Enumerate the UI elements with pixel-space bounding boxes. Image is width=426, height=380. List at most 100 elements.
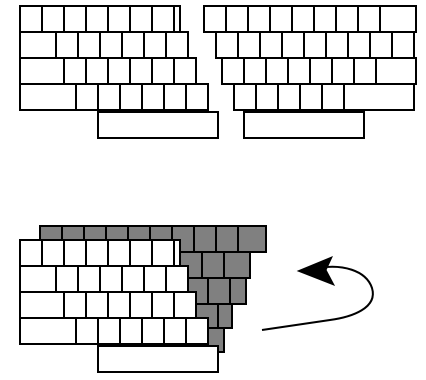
left-key [97, 83, 121, 111]
right-key [215, 31, 239, 59]
front-key [151, 239, 175, 267]
rotate-arrow-head [296, 256, 336, 286]
right-key [281, 31, 305, 59]
right-key [343, 83, 415, 111]
back-key [223, 251, 251, 279]
right-key [291, 5, 315, 33]
left-key [55, 31, 79, 59]
front-key [163, 317, 187, 345]
back-key [229, 277, 247, 305]
front-key [107, 239, 131, 267]
left-key [107, 57, 131, 85]
right-key [347, 31, 371, 59]
front-key [63, 239, 87, 267]
right-key [277, 83, 301, 111]
left-key [77, 31, 101, 59]
right-key [391, 31, 415, 59]
right-key [321, 83, 345, 111]
left-key [163, 83, 187, 111]
right-key [225, 5, 249, 33]
left-key [41, 5, 65, 33]
front-key [129, 291, 153, 319]
left-key [107, 5, 131, 33]
back-key [201, 251, 225, 279]
left-key [75, 83, 99, 111]
left-key [165, 31, 189, 59]
back-key [193, 225, 217, 253]
left-key [85, 57, 109, 85]
left-key [151, 57, 175, 85]
left-key [63, 5, 87, 33]
right-key [265, 57, 289, 85]
left-key [129, 5, 153, 33]
right-key [313, 5, 337, 33]
front-key [119, 317, 143, 345]
left-key [85, 5, 109, 33]
front-key [19, 239, 43, 267]
left-key [119, 83, 143, 111]
back-key [207, 277, 231, 305]
rotate-arrow-curve [261, 265, 374, 331]
front-key [141, 317, 165, 345]
right-key [243, 57, 267, 85]
front-key [143, 265, 167, 293]
front-key [85, 291, 109, 319]
right-space-key [243, 111, 365, 139]
front-key [129, 239, 153, 267]
left-key [143, 31, 167, 59]
left-key [19, 31, 57, 59]
left-key [19, 83, 77, 111]
right-key [353, 57, 377, 85]
front-key [85, 239, 109, 267]
left-key [19, 5, 43, 33]
right-key [331, 57, 355, 85]
right-key [309, 57, 333, 85]
front-key [77, 265, 101, 293]
rotate-arrow-icon [261, 256, 374, 331]
front-key [151, 291, 175, 319]
left-key [129, 57, 153, 85]
front-key [99, 265, 123, 293]
front-key [19, 265, 57, 293]
overlapped-keyboard-front-layer [19, 239, 219, 373]
right-key [255, 83, 279, 111]
right-key [247, 5, 271, 33]
right-key [325, 31, 349, 59]
front-key [173, 239, 181, 267]
front-key [75, 317, 99, 345]
left-key [173, 5, 181, 33]
left-key [99, 31, 123, 59]
front-key [173, 291, 197, 319]
back-key [215, 225, 239, 253]
right-key [259, 31, 283, 59]
right-key [233, 83, 257, 111]
left-key [185, 83, 209, 111]
right-key [369, 31, 393, 59]
left-key [173, 57, 197, 85]
right-key [379, 5, 417, 33]
left-key [63, 57, 87, 85]
front-key [55, 265, 79, 293]
right-key [357, 5, 381, 33]
left-key [121, 31, 145, 59]
front-key [41, 239, 65, 267]
left-key [19, 57, 65, 85]
right-key [221, 57, 245, 85]
left-space-key [97, 111, 219, 139]
front-key [185, 317, 209, 345]
front-key [19, 291, 65, 319]
front-space-key [97, 345, 219, 373]
left-key [151, 5, 175, 33]
split-keyboard-right-half [203, 5, 417, 139]
right-key [269, 5, 293, 33]
back-key [217, 303, 233, 329]
right-key [203, 5, 227, 33]
right-key [237, 31, 261, 59]
right-key [303, 31, 327, 59]
front-key [19, 317, 77, 345]
right-key [299, 83, 323, 111]
right-key [335, 5, 359, 33]
front-key [63, 291, 87, 319]
split-keyboard-left-half [19, 5, 219, 139]
